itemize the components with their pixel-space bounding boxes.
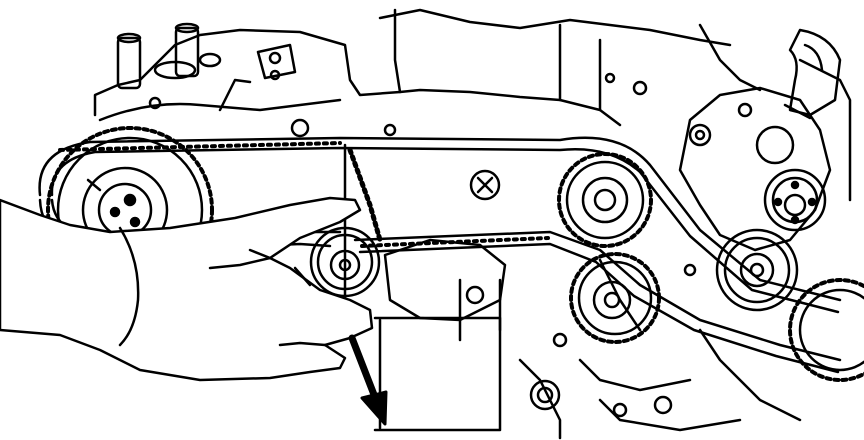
hand-illustration bbox=[0, 196, 374, 382]
bolts bbox=[148, 72, 697, 418]
upper-fittings bbox=[116, 22, 297, 112]
crank-sprocket bbox=[569, 252, 661, 344]
tensioner-bracket bbox=[373, 238, 507, 432]
coolant-hose bbox=[783, 28, 842, 120]
cam-sprocket-right bbox=[557, 152, 653, 248]
arrow-down-icon bbox=[348, 334, 388, 426]
belt-tensioner-pulley bbox=[309, 226, 381, 298]
water-pump bbox=[678, 86, 832, 252]
idler-pulley bbox=[715, 228, 799, 312]
lower-sprocket bbox=[788, 278, 864, 382]
